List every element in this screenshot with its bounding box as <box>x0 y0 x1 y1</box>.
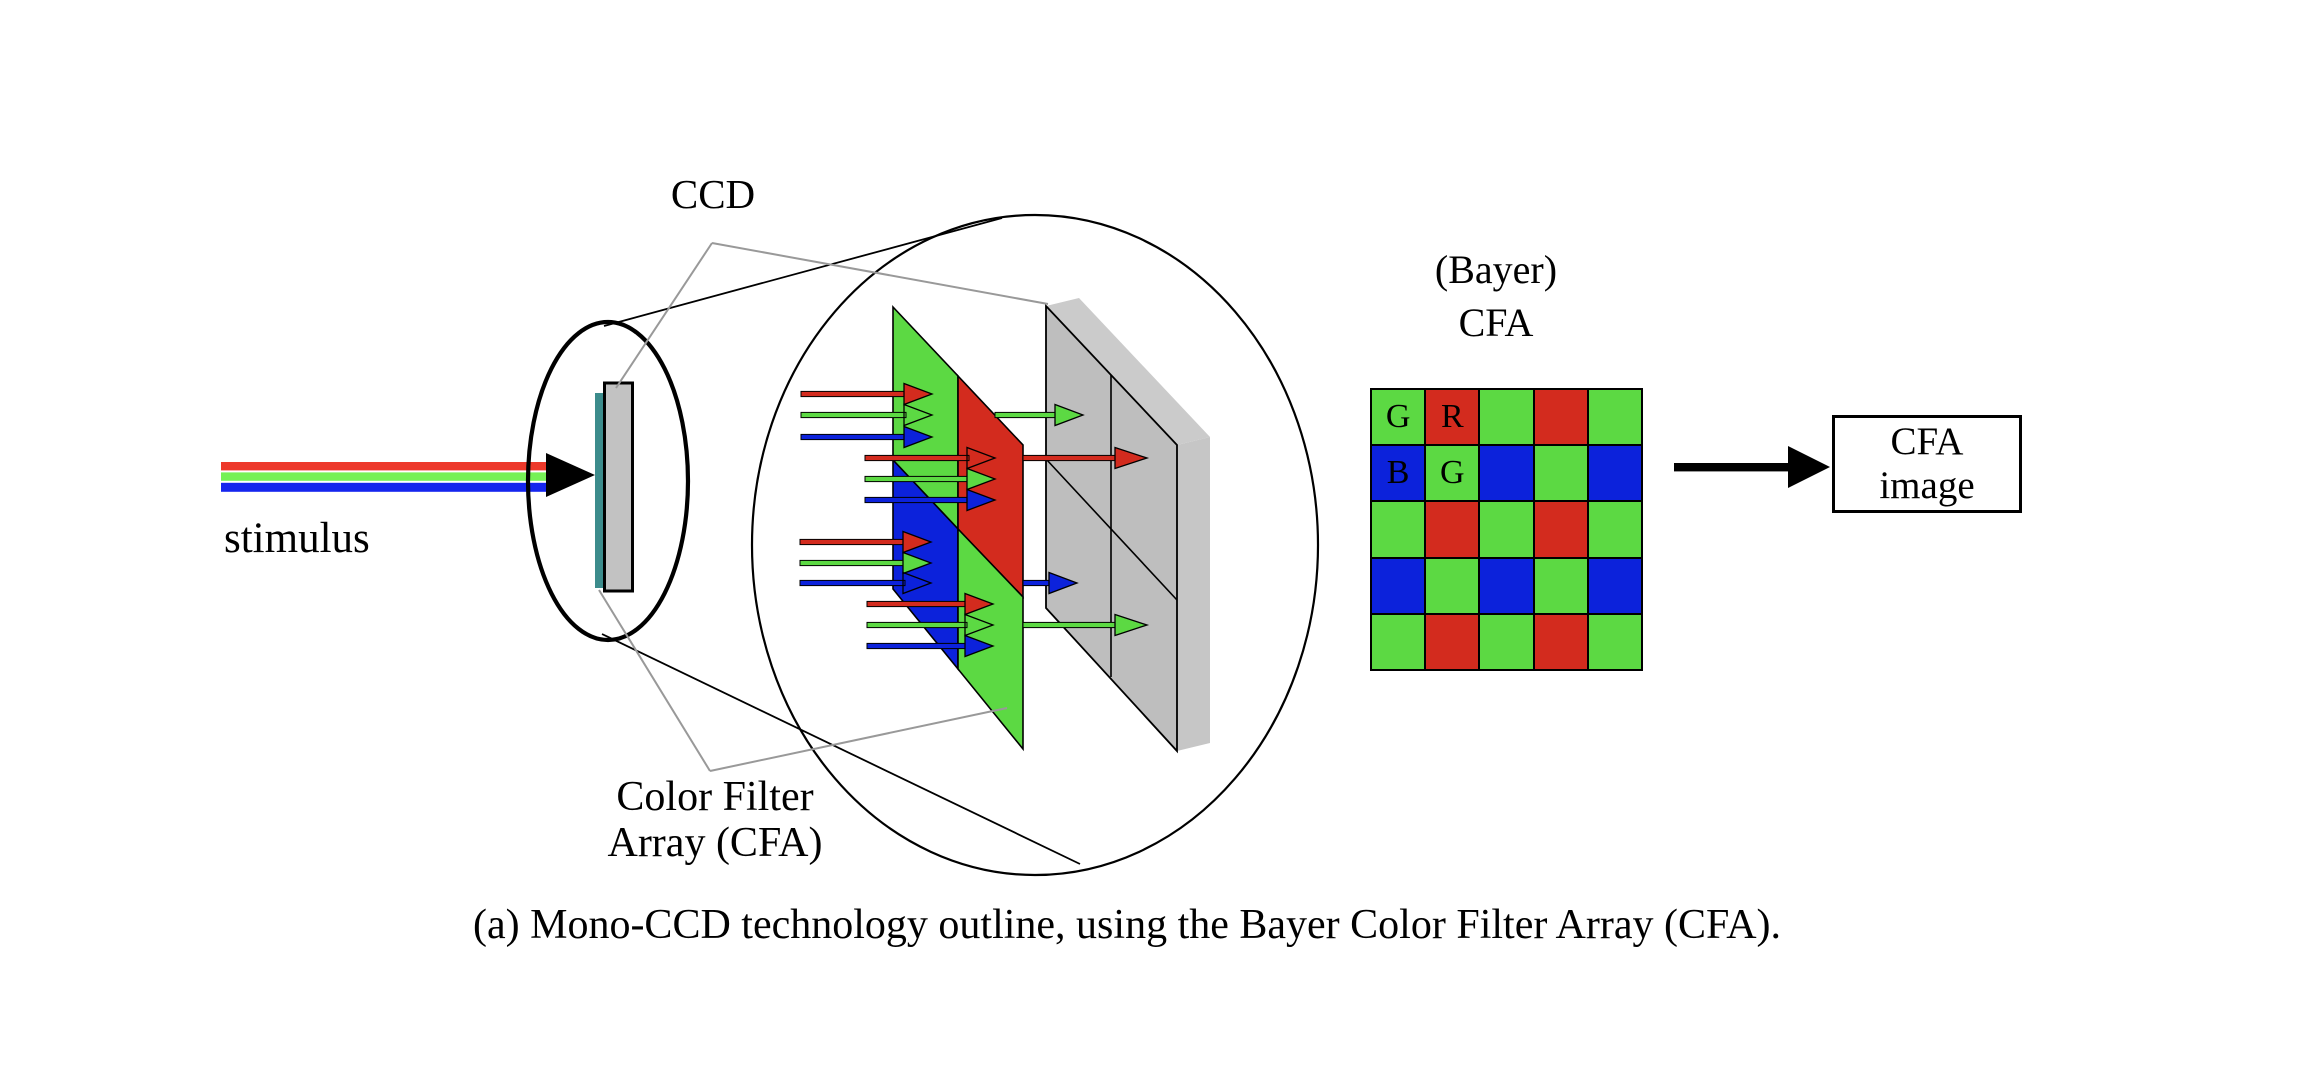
transmitted-ray-shaft-blue <box>1022 579 1052 587</box>
magnifier-cone-bottom-line <box>601 633 1081 865</box>
ccd-slab-top-face <box>1046 298 1210 445</box>
incoming-ray-shaft-red <box>800 390 907 398</box>
incoming-ray-head-green-hollow <box>903 403 934 427</box>
color-filter-layer <box>595 393 605 588</box>
incoming-ray-shaft-blue <box>800 433 907 441</box>
bayer-cell-B <box>1480 446 1533 501</box>
bayer-cell-R <box>1534 502 1587 557</box>
incoming-ray-head-blue <box>964 634 995 658</box>
ccd-slab-side-face <box>1177 437 1210 751</box>
cfa-image-arrow-shaft <box>1674 463 1790 472</box>
stimulus-label: stimulus <box>224 515 370 562</box>
bayer-cell-B <box>1372 558 1425 613</box>
bayer-cell-R <box>1534 614 1587 669</box>
cfa-image-box-line1: CFA <box>1890 420 1964 463</box>
bayer-cell-G <box>1588 614 1641 669</box>
transmitted-ray-shaft-red <box>1022 454 1118 462</box>
incoming-ray-shaft-blue <box>799 579 906 587</box>
bayer-cell-G <box>1426 558 1479 613</box>
incoming-ray-shaft-red <box>866 600 968 608</box>
bayer-cell-G <box>1372 502 1425 557</box>
transmitted-ray-shaft-green <box>994 411 1058 419</box>
incoming-ray-shaft-green <box>799 559 906 567</box>
incoming-ray-shaft-green <box>800 411 907 419</box>
cfa-image-box-line2: image <box>1879 464 1975 507</box>
ccd-pointer-to-sensor <box>615 242 713 389</box>
cfa-pointer-to-plane <box>709 707 1008 772</box>
bayer-cell-R: R <box>1426 390 1479 445</box>
incoming-ray-head-red <box>902 530 933 554</box>
bayer-cell-G <box>1534 446 1587 501</box>
bayer-cell-G <box>1480 614 1533 669</box>
bayer-label-line1: (Bayer) <box>1434 247 1558 292</box>
incoming-ray-shaft-red <box>864 454 970 462</box>
bayer-cell-B <box>1480 558 1533 613</box>
stimulus-arrowhead-icon <box>546 453 595 497</box>
incoming-ray-head-green <box>902 551 933 575</box>
transmitted-ray-head-green <box>1054 403 1085 427</box>
incoming-ray-shaft-red <box>799 538 906 546</box>
magnified-rays <box>799 382 1150 658</box>
bayer-cell-G <box>1588 390 1641 445</box>
bayer-cell-G: G <box>1372 390 1425 445</box>
bayer-cell-B <box>1588 558 1641 613</box>
incoming-ray-head-red <box>964 592 995 616</box>
incoming-ray-head-red <box>903 382 934 406</box>
incoming-ray-head-green <box>966 467 997 491</box>
stimulus-red-bar <box>221 462 547 471</box>
bayer-cell-R <box>1426 502 1479 557</box>
bayer-cell-R <box>1534 390 1587 445</box>
incoming-ray-head-blue <box>903 425 934 449</box>
figure-caption: (a) Mono-CCD technology outline, using t… <box>472 902 1782 948</box>
bayer-label-line2: CFA <box>1458 300 1534 345</box>
cfa-array-label-line2: Array (CFA) <box>607 820 823 866</box>
bayer-cell-G <box>1588 502 1641 557</box>
magnifier-cone-top-line <box>603 217 1003 327</box>
stimulus-beam <box>221 453 595 497</box>
incoming-ray-head-blue-hollow <box>902 571 933 595</box>
ccd-pointer-to-slab <box>711 242 1049 305</box>
incoming-ray-head-green-hollow <box>964 613 995 637</box>
ccd-label: CCD <box>670 171 756 217</box>
bayer-cell-B <box>1588 446 1641 501</box>
sensor-ellipse <box>525 319 691 643</box>
incoming-ray-shaft-green <box>866 621 968 629</box>
cfa-image-arrow <box>1674 446 1830 488</box>
bayer-cell-G <box>1372 614 1425 669</box>
cfa-pointer-to-filter-layer <box>598 589 711 772</box>
bayer-cell-R <box>1426 614 1479 669</box>
bayer-label: (Bayer) CFA <box>1435 243 1557 349</box>
incoming-ray-shaft-green <box>864 475 970 483</box>
pointer-lines <box>598 242 1049 772</box>
bayer-cell-G <box>1480 390 1533 445</box>
cfa-image-arrowhead-icon <box>1788 446 1830 488</box>
stimulus-blue-bar <box>221 482 547 492</box>
bayer-cell-B: B <box>1372 446 1425 501</box>
incoming-ray-head-red-hollow <box>966 446 997 470</box>
transmitted-ray-head-blue <box>1048 571 1079 595</box>
ccd-slab-row-line <box>1045 458 1178 601</box>
bayer-cell-G <box>1534 558 1587 613</box>
incoming-ray-head-blue <box>966 488 997 512</box>
bayer-cell-G <box>1480 502 1533 557</box>
transmitted-ray-shaft-green <box>1022 621 1118 629</box>
ccd-sensor <box>603 381 634 593</box>
bayer-cell-G: G <box>1426 446 1479 501</box>
transmitted-ray-head-green <box>1114 613 1150 637</box>
cfa-plane <box>892 304 1024 752</box>
stimulus-green-bar <box>221 472 547 481</box>
cfa-image-box: CFA image <box>1832 415 2022 513</box>
transmitted-ray-head-red <box>1114 446 1150 470</box>
incoming-ray-shaft-blue <box>866 642 968 650</box>
incoming-ray-shaft-blue <box>864 496 970 504</box>
cfa-array-label-line1: Color Filter <box>616 774 814 820</box>
